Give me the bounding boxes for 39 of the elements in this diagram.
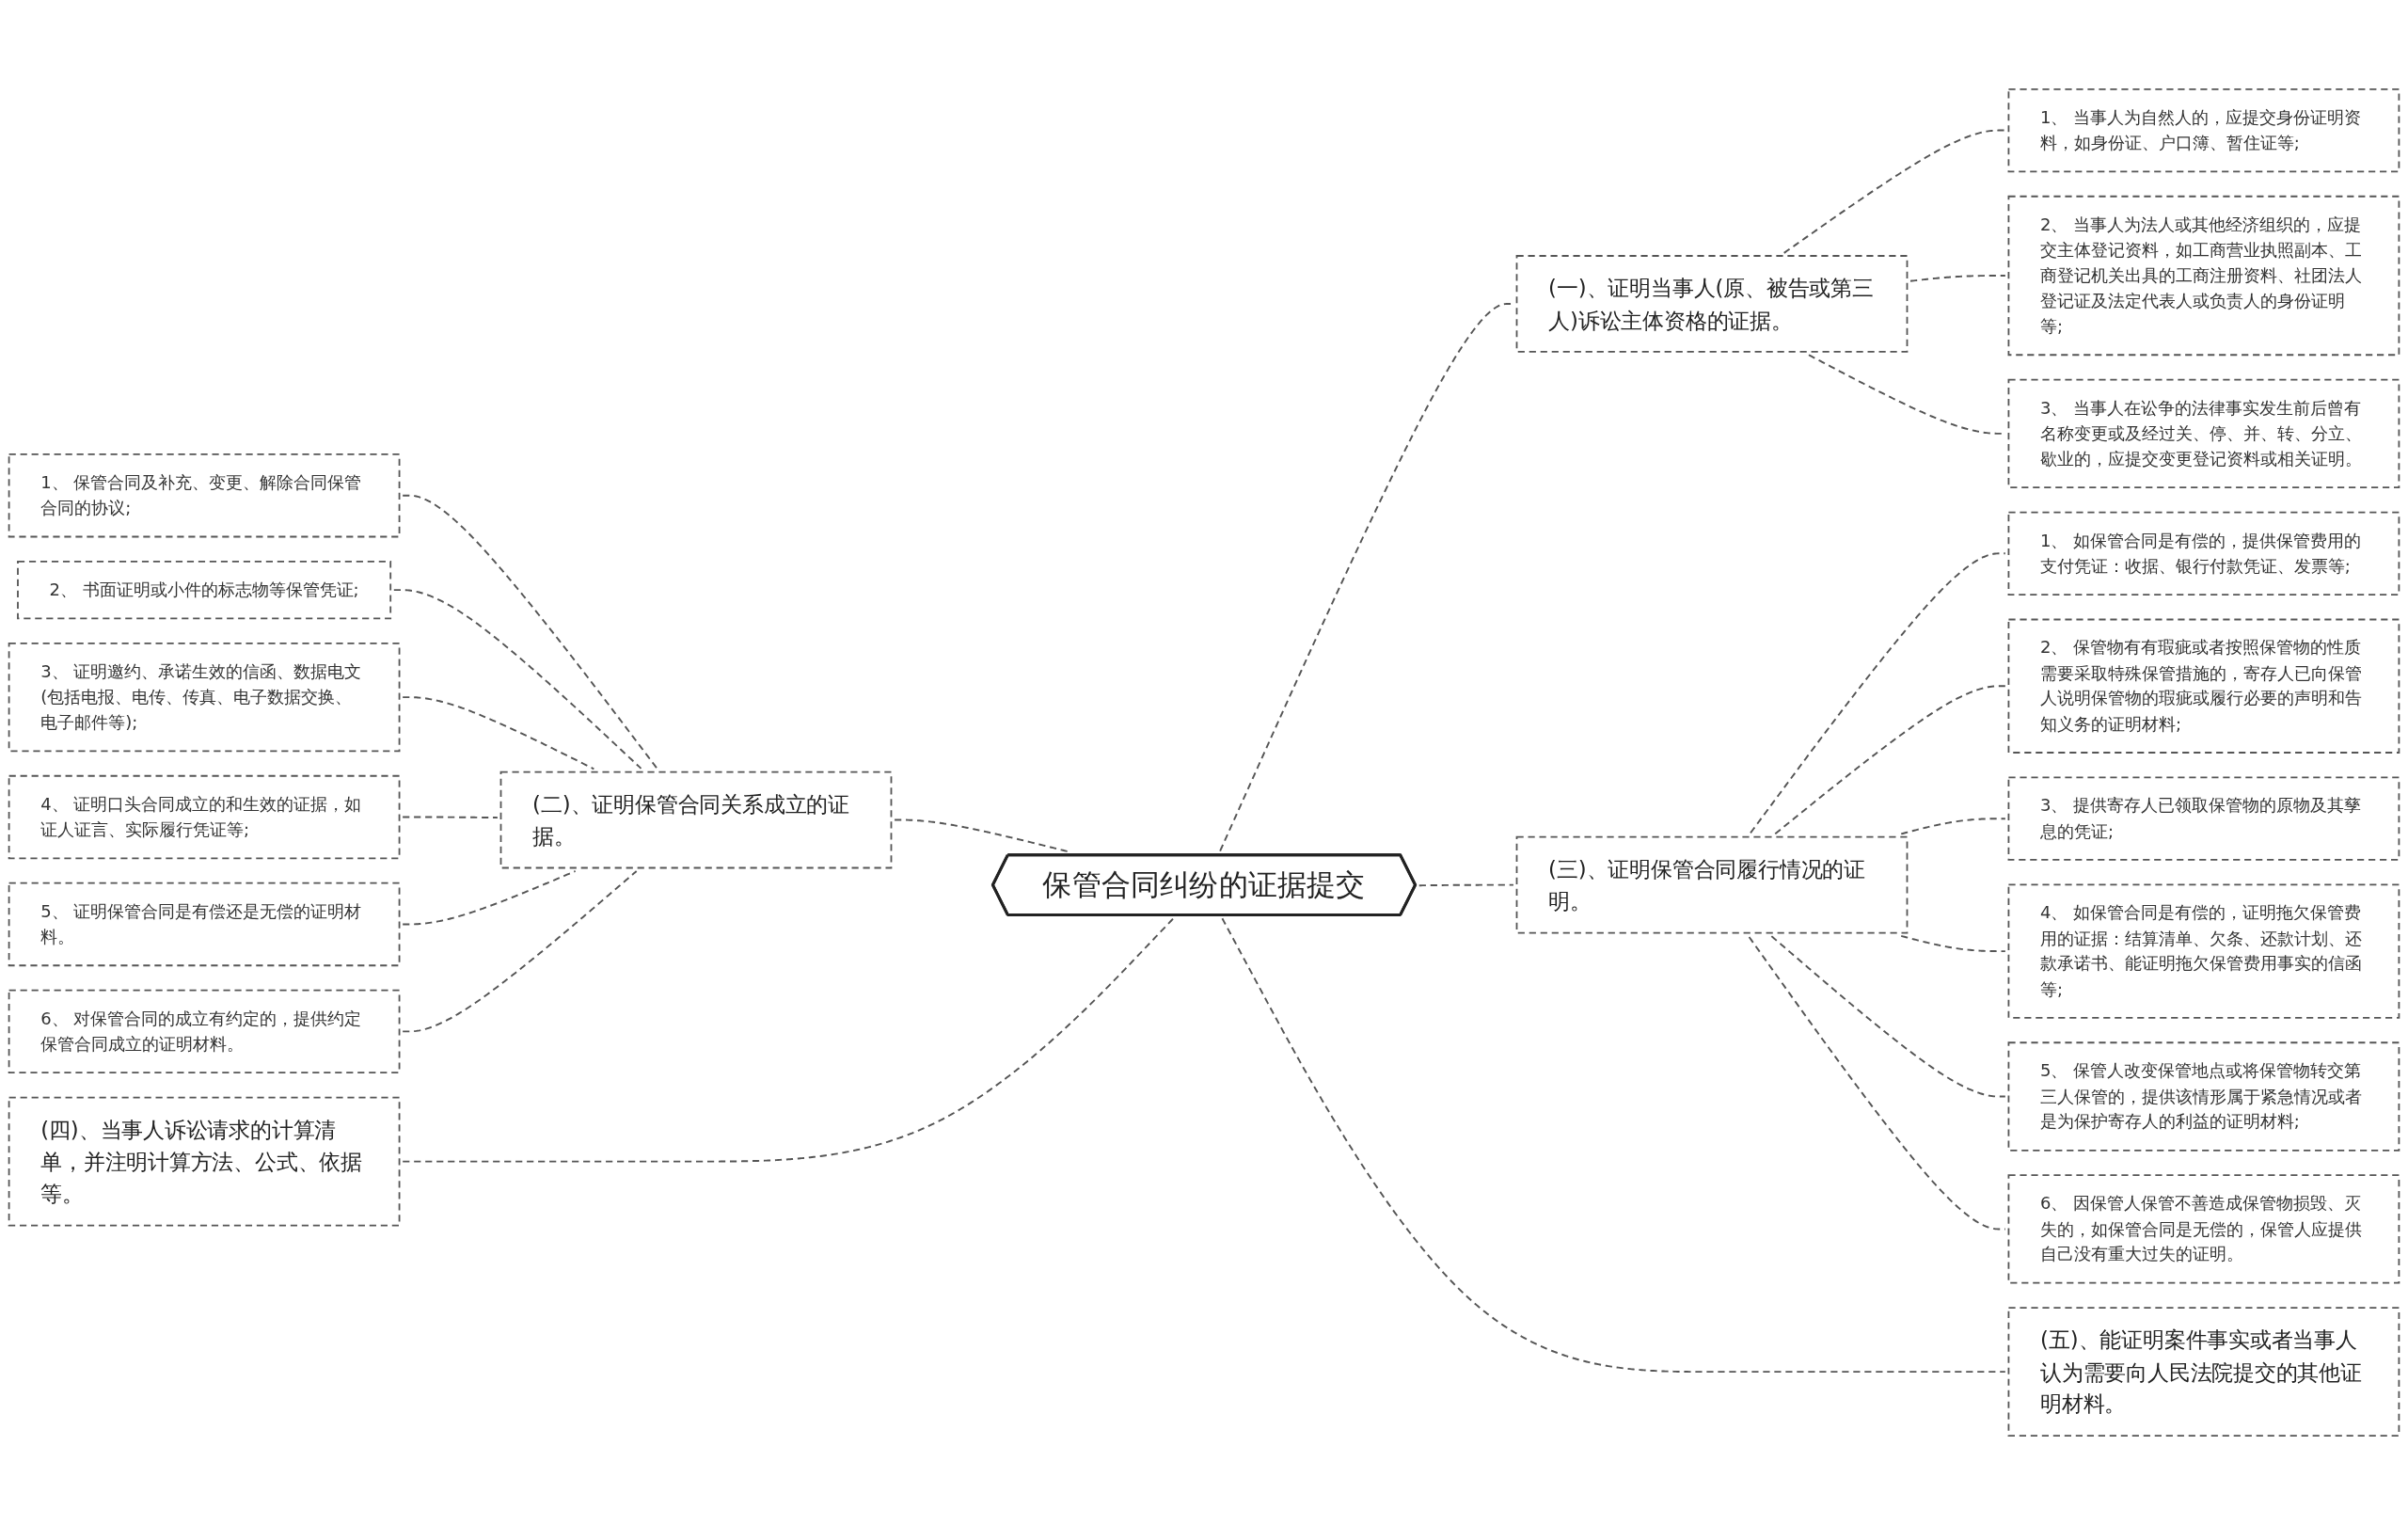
connector-line [894, 818, 1070, 853]
connector-line [402, 916, 1175, 1163]
central-topic: 保管合同纠纷的证据提交 [990, 853, 1418, 916]
connector-line [1418, 883, 1514, 887]
connector-line [1774, 685, 2006, 835]
subtopic: 1、 保管合同及补充、变更、解除合同保管合同的协议; [8, 453, 401, 538]
connector-line [1909, 275, 2006, 282]
subtopic: 2、 书面证明或小件的标志物等保管凭证; [17, 560, 392, 620]
branch-topic: (一)、证明当事人(原、被告或第三人)诉讼主体资格的证据。 [1515, 255, 1909, 353]
connector-line [402, 816, 499, 819]
subtopic: 5、 保管人改变保管地点或将保管物转交第三人保管的，提供该情形属于紧急情况或者是为保护寄存人的利益的证明材料; [2007, 1041, 2400, 1152]
subtopic: 2、 当事人为法人或其他经济组织的，应提交主体登记资料，如工商营业执照副本、工商登记机关出具的工商注册资料、社团法人登记证及法定代表人或负责人的身份证明等; [2007, 195, 2400, 357]
connector-line [392, 589, 642, 770]
subtopic: 4、 如保管合同是有偿的，证明拖欠保管费用的证据：结算清单、欠条、还款计划、还款承诺书、能证明拖欠保管费用事实的信函等; [2007, 883, 2400, 1019]
connector-line [1750, 552, 2006, 834]
connector-line [1782, 129, 2006, 254]
connector-line [1770, 935, 2006, 1098]
connector-line [402, 870, 638, 1033]
branch-topic: (二)、证明保管合同关系成立的证据。 [499, 770, 893, 869]
subtopic: 3、 提供寄存人已领取保管物的原物及其孳息的凭证; [2007, 776, 2400, 861]
connector-line [402, 696, 595, 770]
connector-line [1748, 936, 2006, 1231]
connector-line [402, 494, 658, 770]
subtopic: 3、 证明邀约、承诺生效的信函、数据电文(包括电报、电传、传真、电子数据交换、电子邮件等); [8, 642, 401, 753]
subtopic: 6、 因保管人保管不善造成保管物损毁、灭失的，如保管合同是无偿的，保管人应提供自己没有重大过失的证明。 [2007, 1174, 2400, 1284]
connector-line [402, 870, 577, 926]
connector-line [1221, 917, 2006, 1374]
connector-line [1900, 818, 2006, 835]
subtopic: 5、 证明保管合同是有偿还是无偿的证明材料。 [8, 882, 401, 967]
subtopic: 1、 如保管合同是有偿的，提供保管费用的支付凭证：收据、银行付款凭证、发票等; [2007, 511, 2400, 596]
subtopic: 2、 保管物有有瑕疵或者按照保管物的性质需要采取特殊保管措施的，寄存人已向保管人说明保管物的瑕疵或履行必要的声明和告知义务的证明材料; [2007, 618, 2400, 754]
subtopic: 3、 当事人在讼争的法律事实发生前后曾有名称变更或及经过关、停、并、转、分立、歇业的，应提交变更登记资料或相关证明。 [2007, 378, 2400, 489]
branch-topic: (四)、当事人诉讼请求的计算清单，并注明计算方法、公式、依据等。 [8, 1096, 401, 1227]
subtopic: 1、 当事人为自然人的，应提交身份证明资料，如身份证、户口簿、暂住证等; [2007, 87, 2400, 173]
branch-topic: (五)、能证明案件事实或者当事人认为需要向人民法院提交的其他证明材料。 [2007, 1307, 2400, 1438]
subtopic: 4、 证明口头合同成立的和生效的证据，如证人证言、实际履行凭证等; [8, 774, 401, 860]
connector-line [1900, 934, 2006, 953]
branch-topic: (三)、证明保管合同履行情况的证明。 [1515, 835, 1909, 934]
subtopic: 6、 对保管合同的成立有约定的，提供约定保管合同成立的证明材料。 [8, 989, 401, 1074]
